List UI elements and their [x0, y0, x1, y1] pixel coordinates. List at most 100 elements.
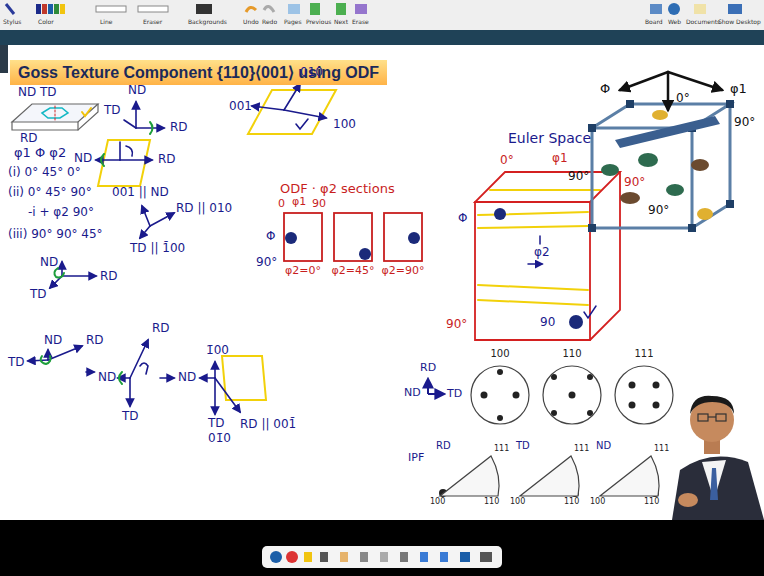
axis-sketch	[62, 275, 96, 277]
pole-figure-spot	[653, 382, 660, 389]
handwritten-note: 100	[333, 118, 356, 132]
handwritten-note: RD || 001̄	[240, 418, 296, 432]
handwritten-note: φ1 Φ φ2	[14, 146, 66, 161]
node-label: φ2=45°	[332, 265, 375, 278]
window-frame	[286, 551, 298, 563]
handwritten-note: ND	[44, 334, 62, 348]
window-frame	[0, 30, 764, 45]
odf-intensity-spot	[408, 232, 420, 244]
euler-space-box	[490, 189, 600, 191]
toolbar-label: Undo	[243, 19, 259, 26]
euler-cube-figure	[666, 184, 684, 196]
handwritten-note: RD || 010	[176, 202, 232, 216]
euler-cube-figure	[726, 100, 734, 108]
axis-sketch	[120, 159, 152, 161]
node-outline	[600, 456, 658, 496]
window-frame	[440, 552, 448, 562]
toolbar	[60, 4, 65, 14]
handwritten-note: TD	[208, 417, 225, 431]
handwritten-note: φ1	[730, 82, 747, 97]
euler-cube-figure	[588, 72, 734, 232]
axis-sketch	[119, 372, 122, 384]
presenter	[716, 414, 726, 421]
odf-intensity-spot	[359, 248, 371, 260]
euler-space-box	[539, 236, 541, 244]
window-frame	[460, 552, 470, 562]
node-label: 111	[574, 444, 589, 453]
handwritten-note: RD	[86, 334, 104, 348]
window-frame	[400, 552, 408, 562]
ipf-triangle	[600, 456, 659, 496]
euler-cube-figure	[588, 224, 596, 232]
sample-axes	[428, 393, 444, 395]
euler-space-box	[475, 172, 620, 202]
pole-figure: 111	[614, 365, 674, 425]
axis-sketch	[119, 142, 121, 160]
node-label: 110	[484, 497, 499, 506]
toolbar-label: Stylus	[3, 19, 21, 26]
pole-circle	[471, 366, 529, 424]
handwritten-note: RD	[420, 362, 436, 375]
axis-sketch	[86, 371, 94, 373]
euler-cube-figure	[620, 192, 640, 204]
toolbar-label: Show Desktop	[718, 19, 761, 26]
toolbar	[0, 0, 764, 30]
toolbar	[36, 4, 41, 14]
euler-cube-figure	[726, 200, 734, 208]
presenter	[672, 457, 764, 520]
handwritten-note: TD	[8, 356, 25, 370]
pole-figure-spot	[497, 415, 503, 421]
handwritten-note: 001 || ND	[112, 186, 169, 200]
sheet-sketch	[12, 104, 98, 122]
handwritten-note: RD	[100, 270, 118, 284]
handwritten-note: 0°	[676, 92, 690, 106]
euler-space-box	[584, 306, 596, 318]
pole-figure-spot	[653, 402, 660, 409]
toolbar	[264, 6, 274, 12]
euler-space-box	[475, 172, 620, 340]
odf-section: φ2=90°	[383, 212, 423, 262]
toolbar-label: Eraser	[143, 19, 162, 26]
euler-cube-figure	[592, 104, 730, 228]
handwritten-note: (i) 0° 45° 0°	[8, 166, 81, 180]
toolbar-label: Previous	[306, 19, 331, 26]
euler-cube-figure	[667, 72, 670, 110]
handwritten-note: 90°	[256, 256, 277, 270]
handwritten-note: 90	[312, 198, 326, 211]
inverse-pole-figure: ND100110111	[600, 456, 658, 496]
toolbar	[96, 6, 126, 12]
euler-space-box	[478, 226, 588, 228]
axis-sketch	[124, 120, 136, 128]
axis-sketch	[150, 122, 153, 134]
window-frame	[320, 552, 328, 562]
axis-sketch	[215, 378, 240, 412]
axis-sketch	[98, 140, 150, 186]
sheet-sketch	[12, 104, 98, 130]
node-label: 100	[490, 348, 509, 360]
presenter	[698, 414, 726, 421]
toolbar-label: Pages	[284, 19, 302, 26]
handwritten-note: TD || 1̄00	[130, 242, 185, 256]
euler-space-box	[590, 172, 620, 340]
axis-sketch	[140, 226, 150, 238]
node-label: φ2=0°	[285, 265, 321, 278]
ipf-triangle	[520, 456, 579, 496]
handwritten-note: ND	[98, 371, 116, 385]
presenter	[708, 416, 716, 417]
axis-sketch	[284, 110, 326, 118]
handwritten-note: ND	[404, 387, 421, 400]
node-label: 100	[430, 497, 445, 506]
euler-cube-figure	[601, 164, 619, 176]
toolbar	[728, 4, 742, 14]
axis-sketch	[47, 350, 49, 360]
toolbar-label: Board	[645, 19, 663, 26]
pole-figure: 110	[542, 365, 602, 425]
euler-space-box	[478, 285, 588, 290]
node-label: 100	[590, 497, 605, 506]
presenter	[678, 493, 698, 507]
toolbar-label: Web	[668, 19, 681, 26]
axis-sketch	[214, 362, 216, 378]
axis-sketch	[129, 378, 131, 406]
axis-sketch	[214, 378, 216, 414]
handwritten-note: 001	[229, 100, 252, 114]
